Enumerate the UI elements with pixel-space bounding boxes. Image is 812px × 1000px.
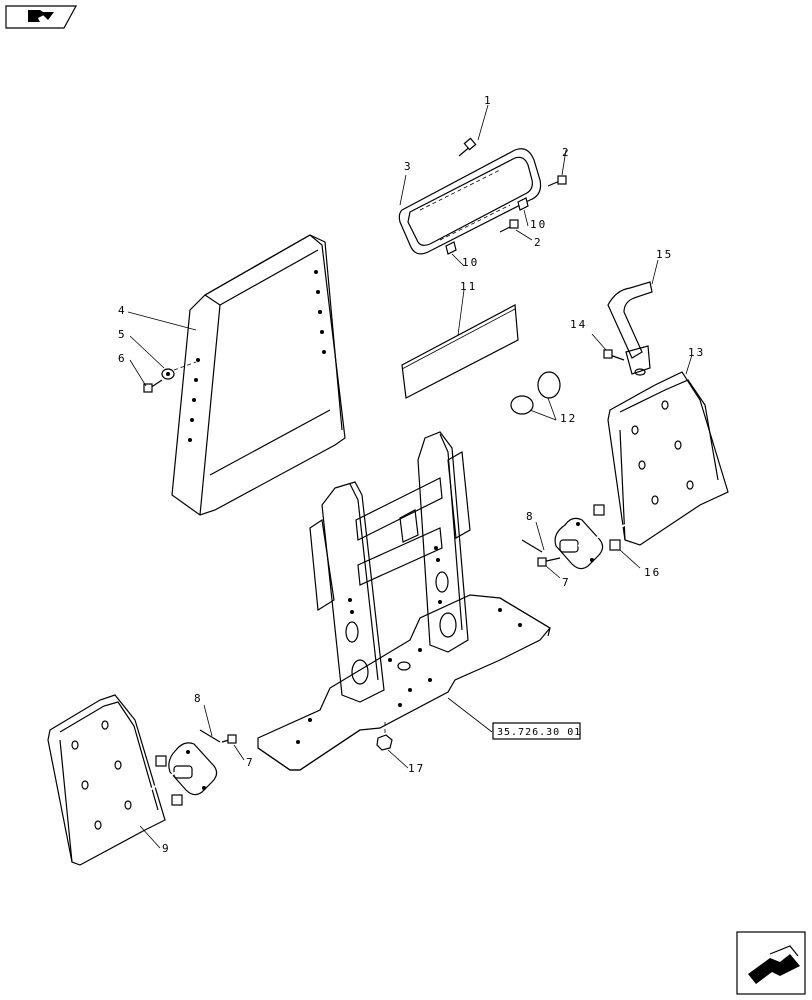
- pin-part-7-left: [221, 734, 245, 761]
- callout-5: 5: [118, 328, 125, 341]
- pads-part-12: [510, 371, 561, 421]
- pin-part-8-right: [521, 521, 545, 553]
- strip-part-11: [401, 289, 519, 399]
- pedal-part-13: [607, 354, 729, 546]
- callout-14: 14: [570, 318, 587, 331]
- callout-2-upper: 2: [562, 146, 569, 159]
- callout-3: 3: [404, 160, 411, 173]
- callout-4: 4: [118, 304, 125, 317]
- nut-part-17: [376, 722, 409, 769]
- hinge-left: [149, 742, 218, 806]
- callout-10-left: 10: [462, 256, 479, 269]
- handle-part-15: [607, 259, 659, 376]
- reference-box[interactable]: 35.726.30 01: [492, 722, 581, 740]
- bolt-part-2-lower: [499, 219, 533, 241]
- callout-17: 17: [408, 762, 425, 775]
- callout-1: 1: [484, 94, 491, 107]
- pin-part-8-left: [199, 704, 221, 743]
- callout-12: 12: [560, 412, 577, 425]
- next-page-arrow-icon[interactable]: [736, 931, 806, 995]
- callout-11: 11: [460, 280, 477, 293]
- reference-label: 35.726.30 01: [497, 727, 581, 738]
- callout-10-right: 10: [530, 218, 547, 231]
- page-flip-icon[interactable]: [5, 5, 78, 29]
- callout-15: 15: [656, 248, 673, 261]
- callout-7-right: 7: [562, 576, 569, 589]
- handle-frame-part-3: [398, 148, 542, 255]
- callout-16: 16: [644, 566, 661, 579]
- hinge-right: [554, 504, 641, 570]
- bolt-part-2-upper: [547, 149, 567, 187]
- washer-part-5: [129, 335, 197, 380]
- bracket-assembly: [257, 431, 551, 771]
- callout-9: 9: [162, 842, 169, 855]
- bolt-part-14: [591, 333, 625, 361]
- panel-part-4: [127, 234, 346, 516]
- callout-2-lower: 2: [534, 236, 541, 249]
- pin-part-7-right: [537, 557, 561, 579]
- callout-7-left: 7: [246, 756, 253, 769]
- bolt-part-6: [129, 359, 163, 393]
- callout-13: 13: [688, 346, 705, 359]
- callout-8-left: 8: [194, 692, 201, 705]
- pedal-part-9: [47, 694, 166, 866]
- callout-8-right: 8: [526, 510, 533, 523]
- bolt-part-1: [458, 104, 489, 157]
- callout-6: 6: [118, 352, 125, 365]
